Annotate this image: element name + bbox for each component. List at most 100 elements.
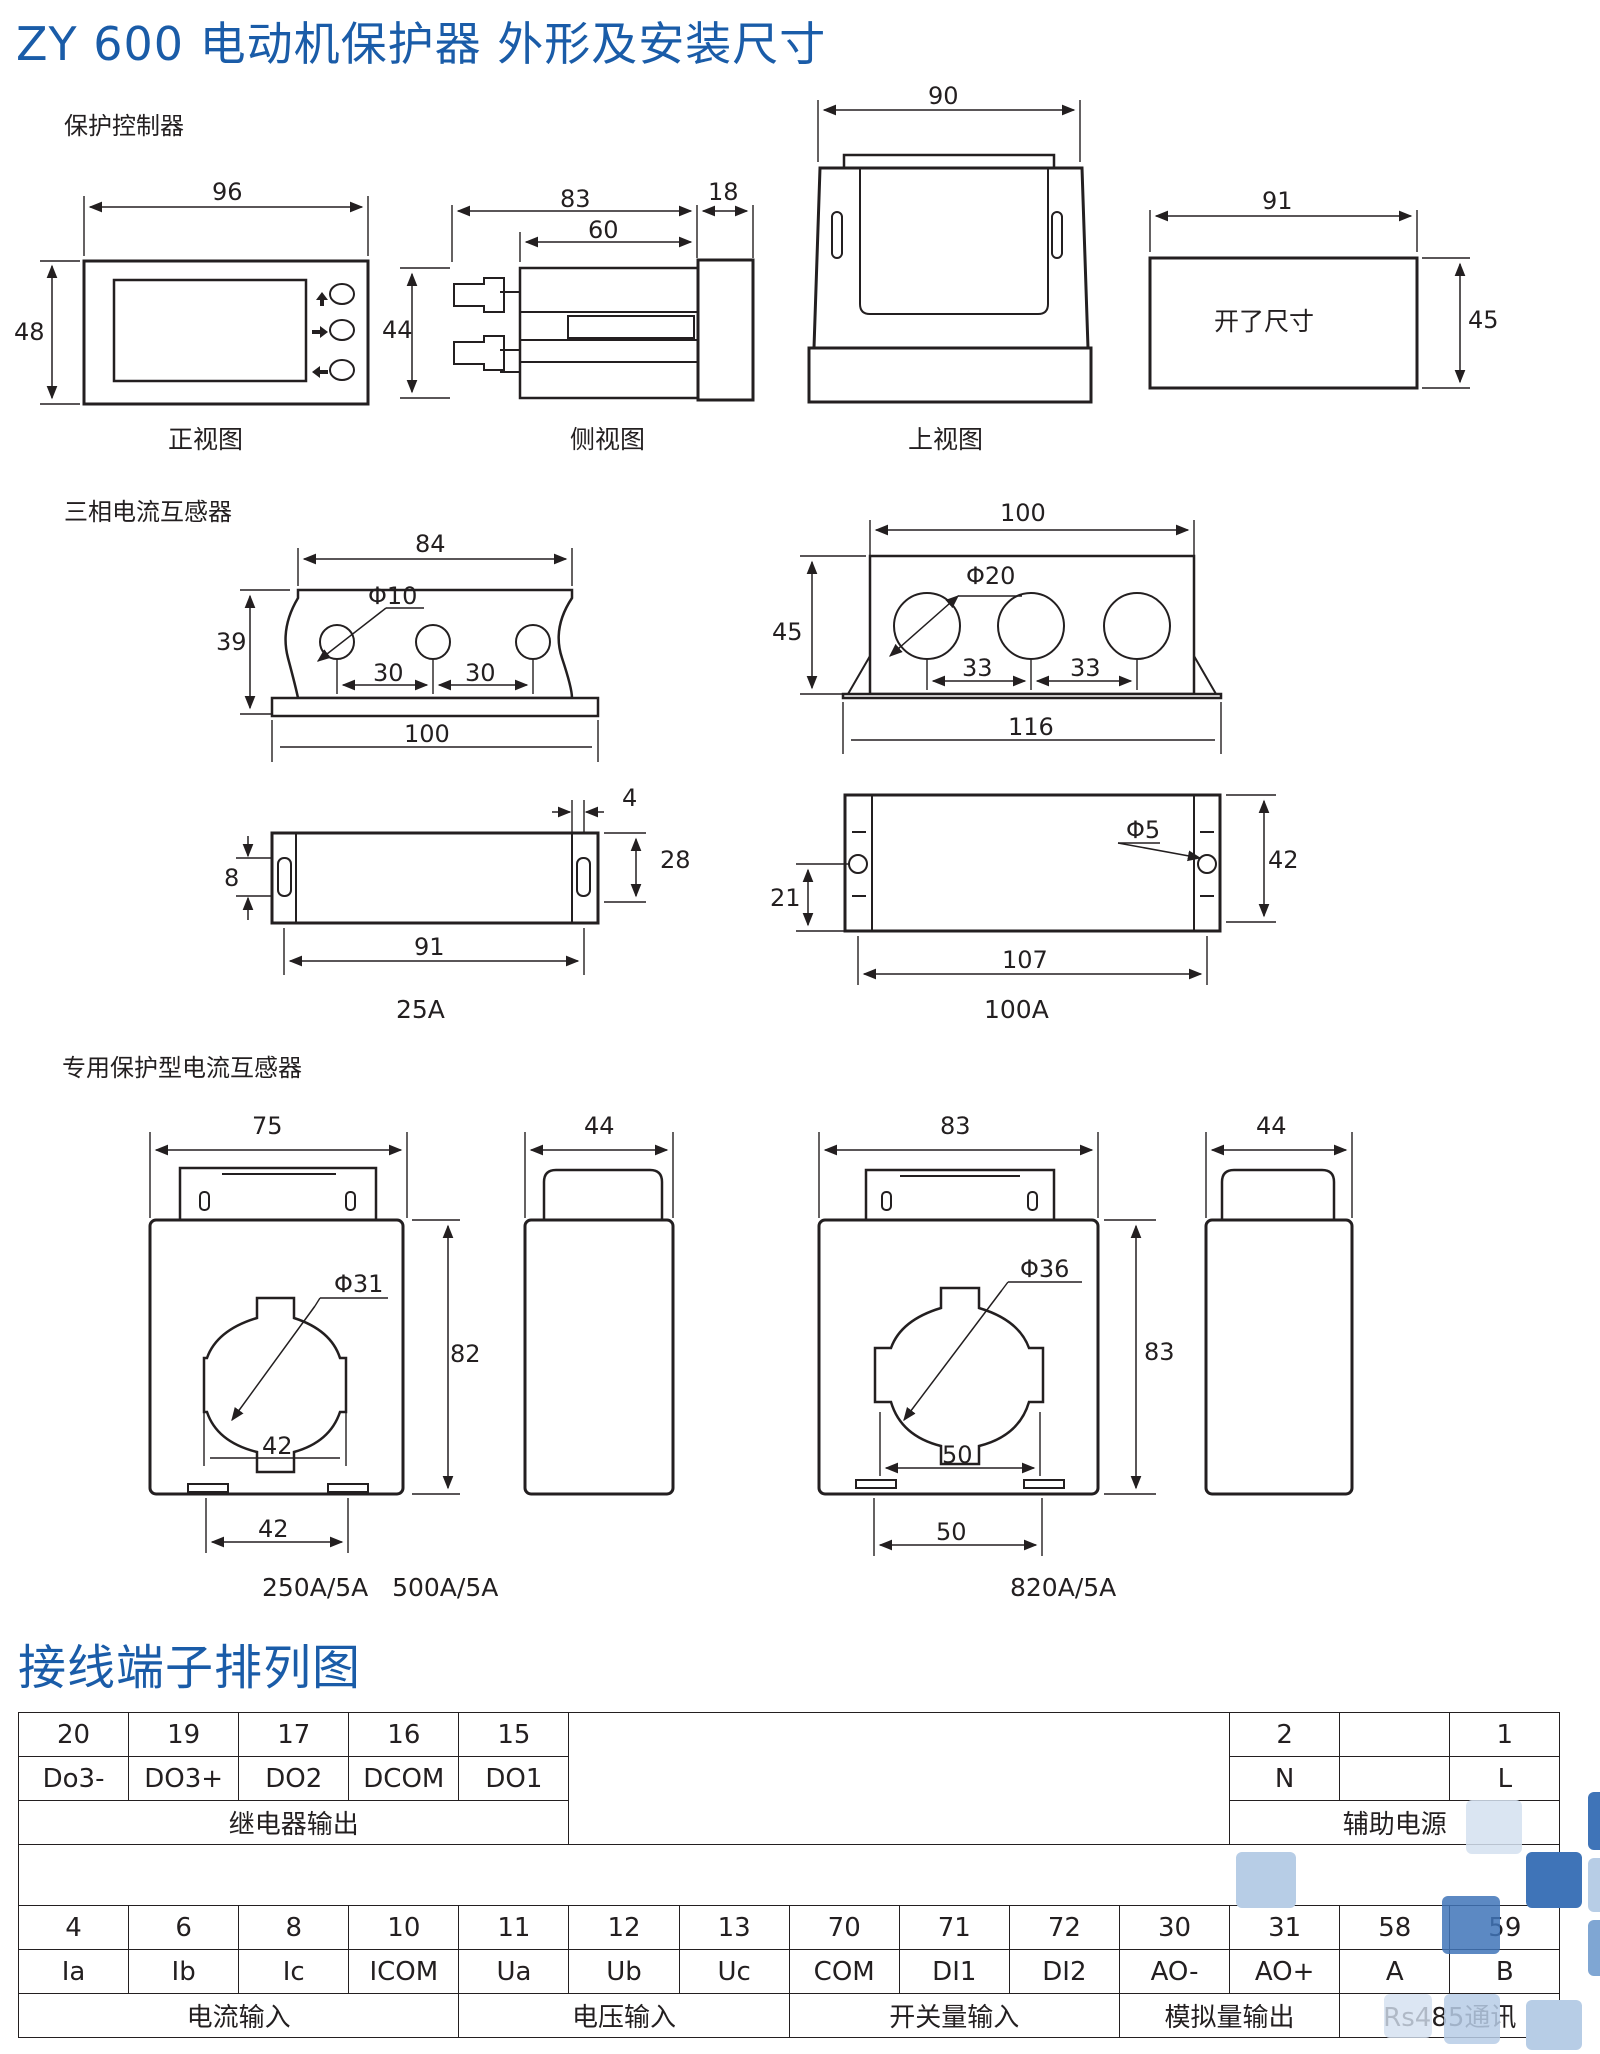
terminal-name: Ic: [238, 1949, 350, 1994]
terminal-name: Do3-: [17, 1756, 130, 1801]
up-arrow-icon: [316, 292, 328, 306]
terminal-name: DO1: [458, 1756, 570, 1801]
dim-side-height: 44: [382, 316, 413, 344]
terminal-name: B: [1449, 1949, 1561, 1994]
dim-p2-height: 83: [1144, 1338, 1175, 1366]
protection-ct-2-front: 83 Φ36 50 50 83 820A/5A: [817, 1112, 1175, 1602]
terminal-number: 2: [1229, 1712, 1341, 1757]
table-row: Do3- DO3+ DO2 DCOM DO1 N L: [17, 1756, 1561, 1801]
rating-ct100: 100A: [984, 995, 1049, 1024]
group-label-current-input: 电流输入: [17, 1993, 460, 2038]
terminal-number: 6: [128, 1905, 240, 1950]
view-caption-side: 侧视图: [570, 425, 645, 454]
dim-ct25b-slot: 4: [622, 784, 637, 812]
dim-ct25b-hole: 8: [224, 864, 239, 892]
decor-square: [1526, 1852, 1582, 1908]
dim-ct25-base: 100: [404, 720, 450, 748]
decor-square: [1588, 1792, 1600, 1850]
ct100-side: Φ5 42 21 107 100A: [770, 793, 1299, 1024]
terminal-name: L: [1449, 1756, 1561, 1801]
terminal-name: ICOM: [348, 1949, 460, 1994]
terminal-number: 72: [1008, 1905, 1120, 1950]
dim-p2-mount: 50: [936, 1518, 967, 1546]
terminal-number: 8: [238, 1905, 350, 1950]
dim-ct25-pitch-1: 30: [373, 659, 404, 687]
protection-ct-1-front: 75 Φ31 42 42 82 250A/5A 500A/5A: [148, 1112, 498, 1602]
group-label-analog-output: 模拟量输出: [1118, 1993, 1341, 2038]
terminal-number: 20: [17, 1712, 130, 1757]
terminal-number: [1339, 1712, 1451, 1757]
terminal-name: Ua: [458, 1949, 570, 1994]
decor-square: [1588, 1858, 1600, 1912]
dim-ct25-hole: Φ10: [368, 582, 417, 610]
terminal-name: DO2: [238, 1756, 350, 1801]
dim-ct100-hole: Φ20: [966, 562, 1015, 590]
terminal-number: 19: [128, 1712, 240, 1757]
table-row: 20 19 17 16 15 2 1: [17, 1712, 1561, 1845]
left-arrow-icon: [312, 366, 328, 378]
terminal-number: 30: [1118, 1905, 1231, 1950]
terminal-name: DCOM: [348, 1756, 460, 1801]
section-label-three-phase-ct: 三相电流互感器: [64, 498, 232, 526]
dim-p2-hole: Φ36: [1020, 1255, 1069, 1283]
wiring-title: 接线端子排列图: [18, 1640, 362, 1696]
terminal-number: 1: [1449, 1712, 1561, 1757]
dim-ct100b-height: 42: [1268, 846, 1299, 874]
terminal-name: DI2: [1008, 1949, 1120, 1994]
dim-p2-width-label: 83: [940, 1112, 971, 1140]
dim-ct25b-height: 28: [660, 846, 691, 874]
dim-p1-height: 82: [450, 1340, 481, 1368]
dimension-drawing: 保护控制器 96 48 正视图 83 60 18 44: [14, 82, 1499, 1602]
protection-ct-1-side: 44: [523, 1112, 675, 1496]
decor-square: [1466, 1800, 1522, 1854]
terminal-table: 20 19 17 16 15 2 1 Do3- DO3+ DO2 DCOM DO…: [17, 1712, 1561, 2038]
page-title: ZY 600 电动机保护器 外形及安装尺寸: [16, 17, 827, 71]
view-caption-front: 正视图: [168, 425, 243, 454]
group-label-digital-input: 开关量输入: [788, 1993, 1120, 2038]
ct100-front: 100 45 Φ20 33 33 116: [772, 499, 1223, 754]
terminal-number: 12: [568, 1905, 680, 1950]
terminal-name: Uc: [678, 1949, 790, 1994]
dim-side-body: 60: [588, 216, 619, 244]
terminal-name: DI1: [898, 1949, 1010, 1994]
dim-side-total: 83: [560, 185, 591, 213]
terminal-name: A: [1339, 1949, 1451, 1994]
front-view: 96 48 正视图: [14, 178, 370, 454]
dim-ct25-top: 84: [415, 530, 446, 558]
terminal-number: 58: [1339, 1905, 1451, 1950]
table-row: 4 6 8 10 11 12 13 70 71 72 30 31 58 59: [17, 1905, 1561, 1950]
terminal-number: 11: [458, 1905, 570, 1950]
dim-ct25-pitch-2: 30: [465, 659, 496, 687]
terminal-name: DO3+: [128, 1756, 240, 1801]
top-view: 90 上视图: [807, 82, 1093, 454]
terminal-name: AO+: [1229, 1949, 1341, 1994]
rating-ct25: 25A: [396, 995, 445, 1024]
section-label-protection-ct: 专用保护型电流互感器: [62, 1054, 302, 1082]
ct25-side: 4 28 8 91 25A: [224, 784, 691, 1024]
table-row: [17, 1844, 1561, 1906]
decor-square: [1236, 1852, 1296, 1908]
dim-p1-inner: 42: [262, 1432, 293, 1460]
table-gap: [17, 1844, 1561, 1906]
table-blank: [568, 1712, 1231, 1845]
dim-front-height: 48: [14, 318, 45, 346]
dim-ct100-height: 45: [772, 618, 803, 646]
group-label-voltage-input: 电压输入: [458, 1993, 790, 2038]
protection-ct-2-side: 44: [1204, 1112, 1354, 1496]
terminal-name: Ib: [128, 1949, 240, 1994]
dim-p1-width: 75: [252, 1112, 283, 1140]
terminal-number: 16: [348, 1712, 460, 1757]
dim-ct100b-hole: Φ5: [1126, 816, 1160, 844]
dim-ct25b-width: 91: [414, 933, 445, 961]
decor-square: [1588, 1920, 1600, 1976]
dim-p1-mount: 42: [258, 1515, 289, 1543]
dim-ct100b-mid: 21: [770, 884, 801, 912]
side-view: 83 60 18 44 侧视图: [382, 178, 755, 454]
dim-cutout-width: 91: [1262, 187, 1293, 215]
dim-ct100-pitch-1: 33: [962, 654, 993, 682]
group-label-relay-output: 继电器输出: [17, 1800, 570, 1845]
decor-square: [1384, 1994, 1432, 2038]
terminal-name: N: [1229, 1756, 1341, 1801]
terminal-number: 70: [788, 1905, 900, 1950]
dim-ct100-pitch-2: 33: [1070, 654, 1101, 682]
